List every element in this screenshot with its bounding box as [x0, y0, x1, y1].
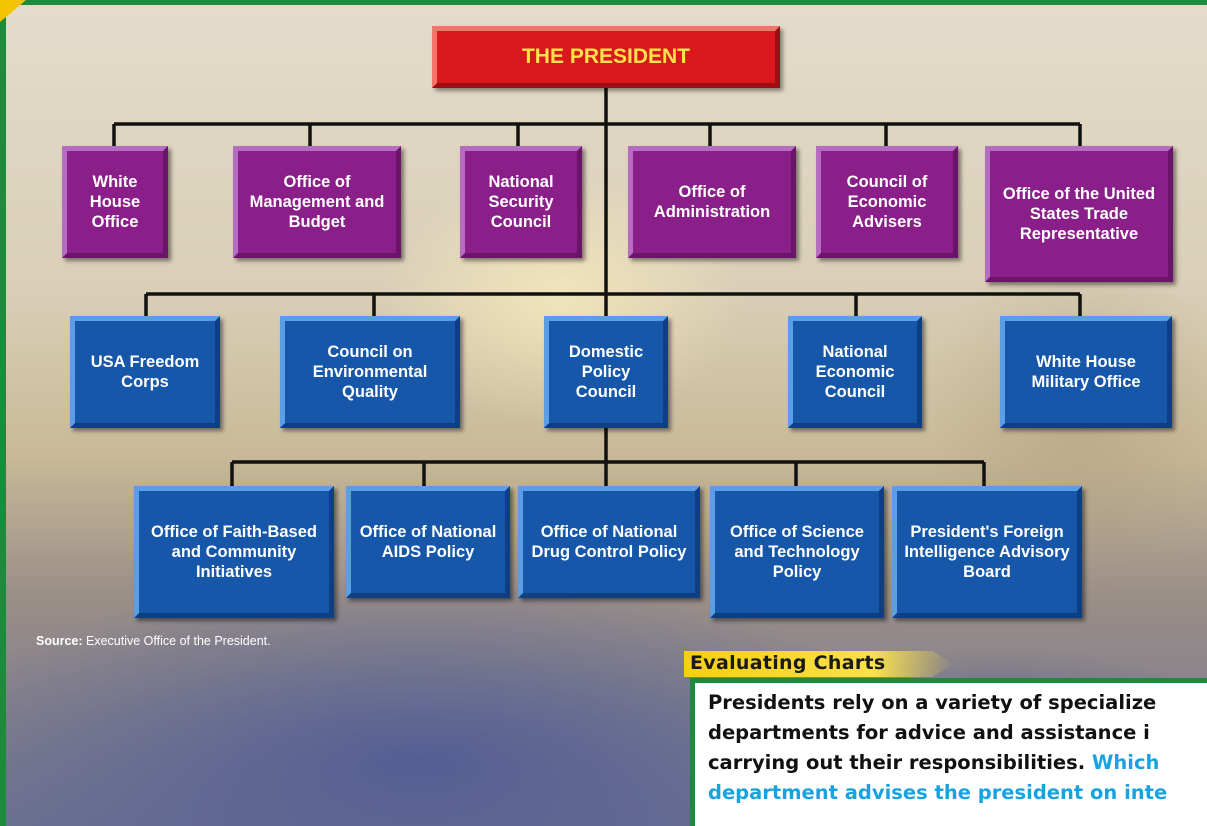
row3-label: Office of Faith-Based and Community Init… [151, 523, 317, 581]
domestic-policy-council-box: Domestic Policy Council [544, 316, 668, 428]
cea-box: Council of Economic Advisers [816, 146, 958, 258]
eval-line: Presidents rely on a variety of speciali… [708, 691, 1157, 714]
row1-label: National Security Council [488, 173, 554, 231]
row1-label: Council of Economic Advisers [846, 173, 928, 231]
evaluating-title: Evaluating Charts [690, 652, 886, 674]
evaluating-panel [690, 678, 1207, 826]
source-label: Source: [36, 634, 83, 648]
usa-freedom-corps-box: USA Freedom Corps [70, 316, 220, 428]
row3-label: Office of National AIDS Policy [359, 523, 497, 561]
row2-label: National Economic Council [815, 343, 895, 401]
evaluating-tab [684, 651, 954, 677]
row1-label: Office of Management and Budget [249, 173, 385, 231]
pfiab-box: President's Foreign Intelligence Advisor… [892, 486, 1082, 618]
evaluating-text: Presidents rely on a variety of speciali… [708, 688, 1207, 808]
row3-label: President's Foreign Intelligence Advisor… [904, 523, 1070, 581]
question-text: Which [1091, 751, 1160, 774]
president-label: THE PRESIDENT [521, 45, 691, 68]
star-icon [0, 0, 26, 22]
row1-label: Office of Administration [653, 183, 771, 221]
eval-line: departments for advice and assistance i [708, 721, 1150, 744]
question-text: department advises the president on inte [708, 781, 1168, 804]
left-border [0, 0, 6, 826]
row2-label: Domestic Policy Council [568, 343, 644, 401]
source-text: Executive Office of the President. [82, 634, 271, 648]
top-border [0, 0, 1207, 5]
military-office-box: White House Military Office [1000, 316, 1172, 428]
row3-label: Office of National Drug Control Policy [531, 523, 687, 561]
eval-line: carrying out their responsibilities. Whi… [708, 748, 1207, 778]
row3-label: Office of Science and Technology Policy [730, 523, 864, 581]
row2-label: USA Freedom Corps [90, 353, 200, 391]
ceq-box: Council on Environmental Quality [280, 316, 460, 428]
row2-label: White House Military Office [1031, 353, 1141, 391]
office-of-administration-box: Office of Administration [628, 146, 796, 258]
row2-label: Council on Environmental Quality [312, 343, 428, 401]
ustr-box: Office of the United States Trade Repres… [985, 146, 1173, 282]
nsc-box: National Security Council [460, 146, 582, 258]
aids-policy-box: Office of National AIDS Policy [346, 486, 510, 598]
source-note: Source: Executive Office of the Presiden… [36, 634, 271, 648]
nec-box: National Economic Council [788, 316, 922, 428]
white-house-office-box: White House Office [62, 146, 168, 258]
drug-control-box: Office of National Drug Control Policy [518, 486, 700, 598]
president-box: THE PRESIDENT [432, 26, 780, 88]
row1-label: White House Office [89, 173, 141, 231]
eval-line-part: carrying out their responsibilities. [708, 751, 1092, 774]
omb-box: Office of Management and Budget [233, 146, 401, 258]
faith-based-box: Office of Faith-Based and Community Init… [134, 486, 334, 618]
row1-label: Office of the United States Trade Repres… [1002, 185, 1156, 243]
science-tech-box: Office of Science and Technology Policy [710, 486, 884, 618]
